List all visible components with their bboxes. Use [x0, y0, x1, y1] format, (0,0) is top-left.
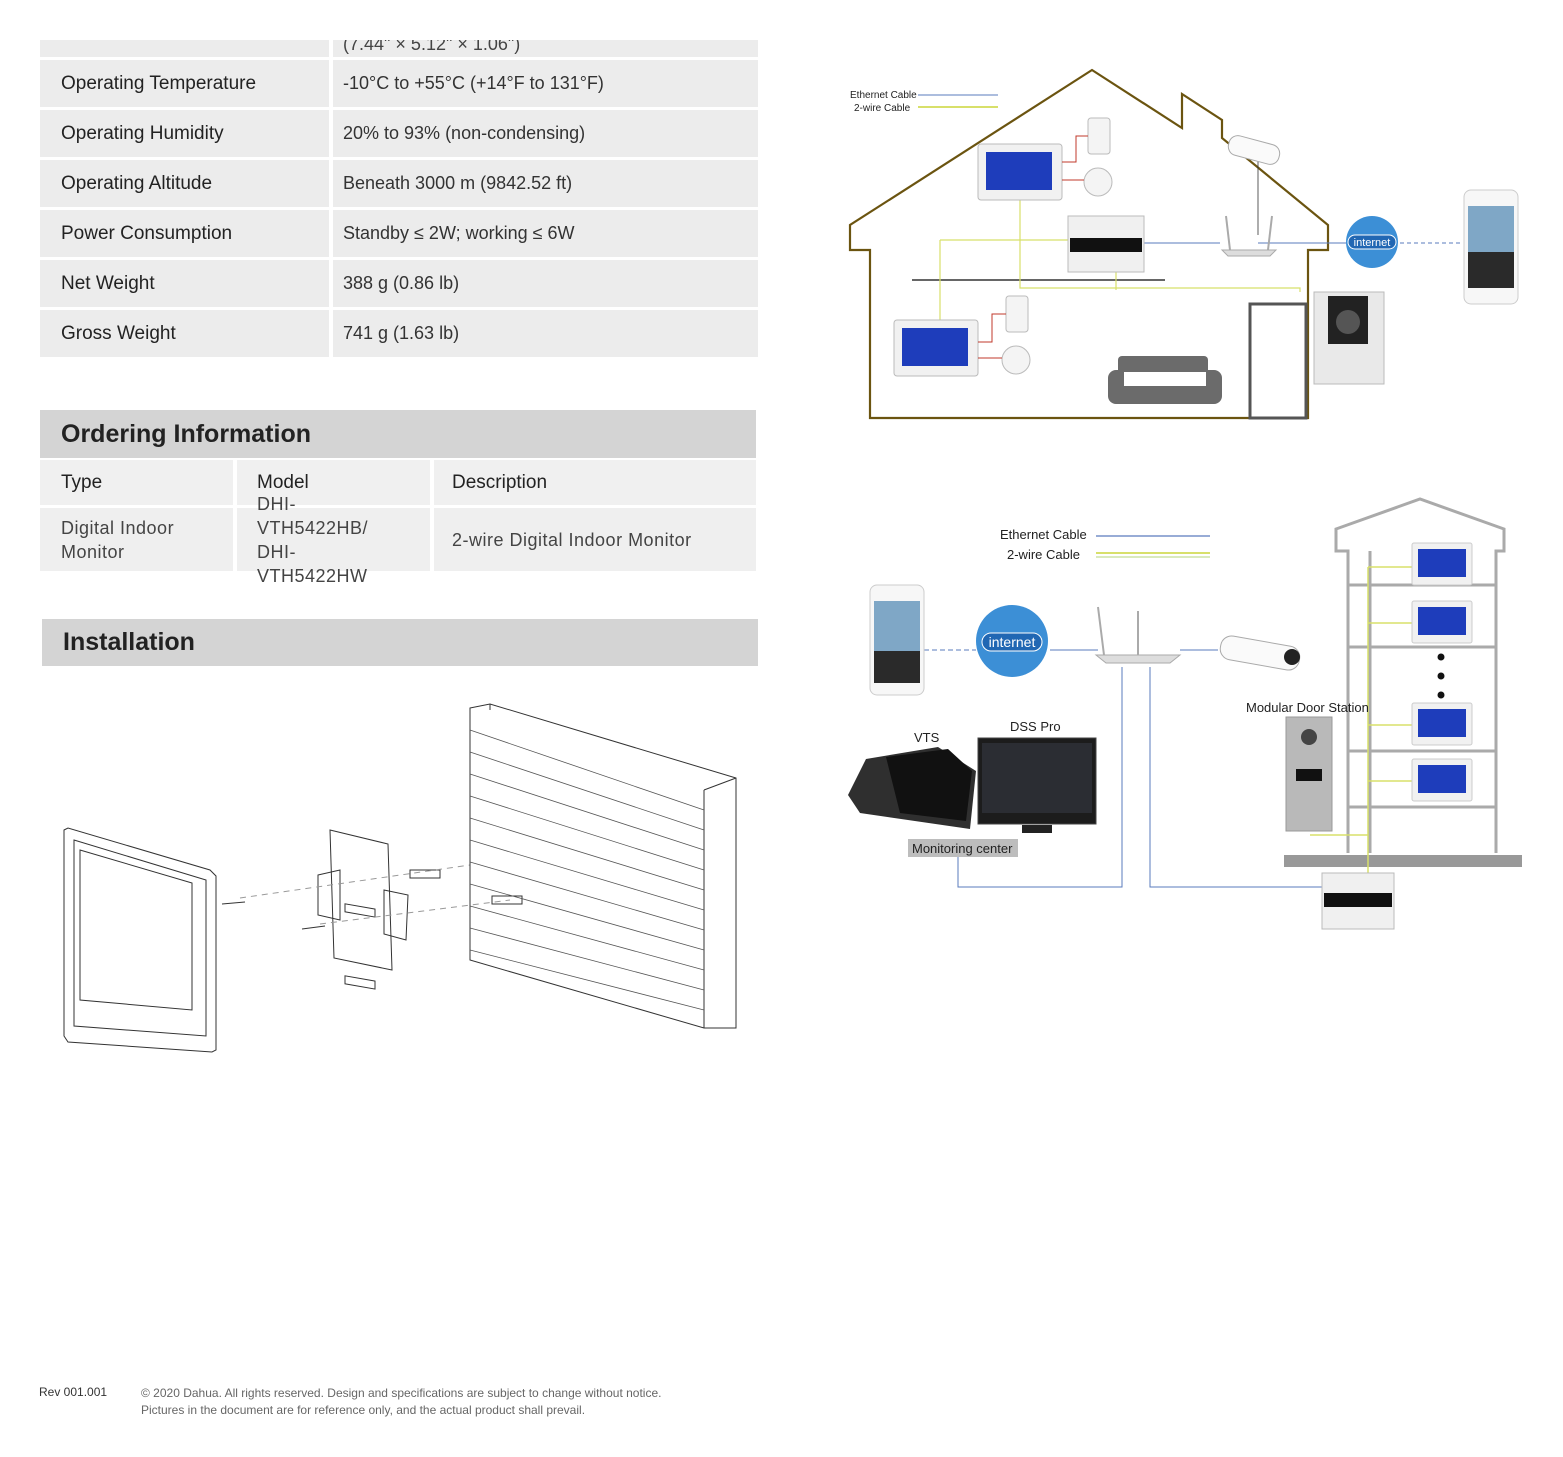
spec-value: (7.44" × 5.12" × 1.06") — [333, 40, 758, 60]
monitor-screen-icon — [978, 738, 1096, 833]
installation-drawing — [40, 690, 760, 1060]
cell-description: 2-wire Digital Indoor Monitor — [434, 508, 756, 574]
copyright-line-2: Pictures in the document are for referen… — [141, 1402, 661, 1419]
router-icon — [1222, 216, 1276, 256]
internet-globe-icon: internet — [1346, 216, 1398, 268]
cell-type: Digital Indoor Monitor — [40, 508, 237, 574]
spec-value: Beneath 3000 m (9842.52 ft) — [333, 160, 758, 210]
internet-globe-icon: internet — [976, 605, 1048, 677]
vts-console-icon — [848, 747, 976, 829]
internet-label: internet — [989, 634, 1036, 650]
screw-icon — [222, 902, 325, 929]
sofa-icon — [1108, 356, 1222, 404]
door-station-label: Modular Door Station — [1246, 700, 1369, 715]
monitoring-center-label: Monitoring center — [912, 841, 1013, 856]
column-header-description: Description — [434, 460, 756, 508]
spec-label: Operating Altitude — [40, 160, 333, 210]
indoor-monitor-icon — [978, 144, 1062, 200]
spec-value: -10°C to +55°C (+14°F to 131°F) — [333, 60, 758, 110]
revision-label: Rev 001.001 — [39, 1385, 107, 1399]
spec-label — [40, 40, 333, 60]
legend-2wire-label: 2-wire Cable — [854, 103, 911, 114]
monitor-outline-icon — [64, 828, 216, 1052]
spec-label: Operating Humidity — [40, 110, 333, 160]
brick-pattern — [470, 730, 704, 1010]
installation-title: Installation — [42, 619, 758, 666]
home-system-diagram: Ethernet Cable 2-wire Cable — [840, 60, 1530, 430]
smartphone-icon — [870, 585, 924, 695]
router-icon — [1096, 607, 1180, 663]
legend-ethernet-label: Ethernet Cable — [850, 90, 917, 101]
spec-row-net-weight: Net Weight 388 g (0.86 lb) — [40, 260, 758, 310]
dss-pro-label: DSS Pro — [1010, 719, 1061, 734]
wall-anchor-icon — [410, 870, 522, 904]
brick-wall-icon — [470, 704, 736, 1028]
spec-row-dimensions: (7.44" × 5.12" × 1.06") — [40, 40, 758, 60]
spec-label: Power Consumption — [40, 210, 333, 260]
table-row: Digital Indoor Monitor DHI-VTH5422HB/ DH… — [40, 508, 756, 574]
network-switch-icon — [1322, 873, 1394, 929]
spec-row-altitude: Operating Altitude Beneath 3000 m (9842.… — [40, 160, 758, 210]
indoor-monitor-icon — [1412, 543, 1472, 801]
door-icon — [1250, 304, 1306, 418]
spec-value: 388 g (0.86 lb) — [333, 260, 758, 310]
column-header-type: Type — [40, 460, 237, 508]
spec-label: Net Weight — [40, 260, 333, 310]
copyright-line-1: © 2020 Dahua. All rights reserved. Desig… — [141, 1385, 661, 1402]
building-system-diagram: Ethernet Cable 2-wire Cable Modular Door… — [840, 495, 1530, 935]
spec-value: Standby ≤ 2W; working ≤ 6W — [333, 210, 758, 260]
ordering-table: Type Model Description Digital Indoor Mo… — [40, 460, 756, 574]
camera-icon — [1219, 634, 1302, 672]
door-station-icon — [1314, 292, 1384, 384]
cell-model: DHI-VTH5422HB/ DHI-VTH5422HW — [237, 508, 434, 574]
spec-label: Operating Temperature — [40, 60, 333, 110]
mounting-bracket-icon — [318, 830, 408, 989]
door-station-icon — [1286, 717, 1332, 831]
smartphone-icon — [1464, 190, 1518, 304]
spec-value: 20% to 93% (non-condensing) — [333, 110, 758, 160]
spec-value: 741 g (1.63 lb) — [333, 310, 758, 360]
copyright-note: © 2020 Dahua. All rights reserved. Desig… — [141, 1385, 661, 1419]
indoor-monitor-icon — [894, 320, 978, 376]
spec-row-power: Power Consumption Standby ≤ 2W; working … — [40, 210, 758, 260]
spec-label: Gross Weight — [40, 310, 333, 360]
legend-2wire-label: 2-wire Cable — [1007, 547, 1080, 562]
ordering-title: Ordering Information — [40, 410, 756, 458]
camera-icon — [1226, 134, 1281, 167]
legend-ethernet-label: Ethernet Cable — [1000, 527, 1087, 542]
vts-label: VTS — [914, 730, 940, 745]
spec-row-humidity: Operating Humidity 20% to 93% (non-conde… — [40, 110, 758, 160]
internet-label: internet — [1354, 237, 1391, 249]
network-switch-icon — [1068, 216, 1144, 272]
spec-row-gross-weight: Gross Weight 741 g (1.63 lb) — [40, 310, 758, 360]
spec-table: (7.44" × 5.12" × 1.06") Operating Temper… — [40, 40, 758, 360]
ellipsis-icon — [1438, 654, 1445, 699]
spec-row-temperature: Operating Temperature -10°C to +55°C (+1… — [40, 60, 758, 110]
